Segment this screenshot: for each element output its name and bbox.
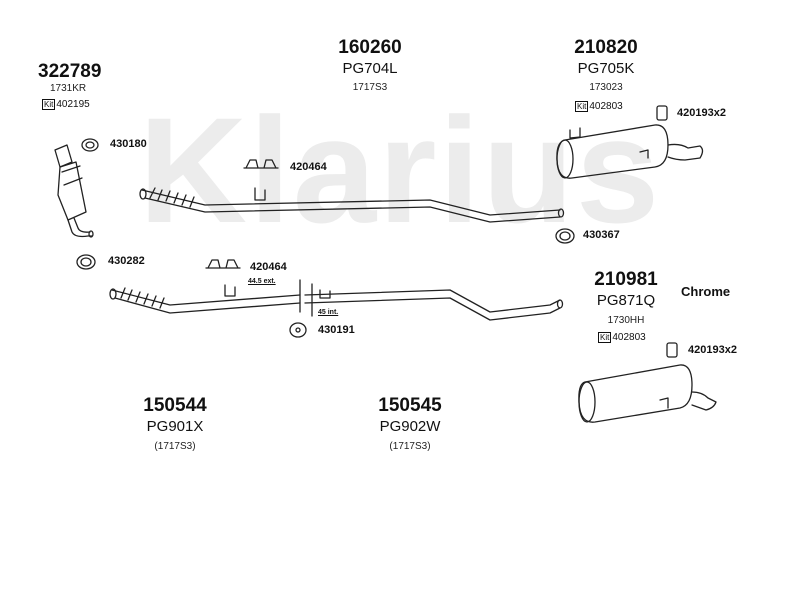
fitting-label-420464-top: 420464	[290, 161, 327, 173]
rear-silencer-210981	[578, 364, 717, 423]
fitting-label-420193-top: 420193x2	[677, 107, 726, 119]
ring-mount-icon-420193-mid	[666, 342, 678, 358]
part-sub-150545: (1717S3)	[389, 441, 431, 452]
measurement-45-int: 45 int.	[318, 309, 339, 316]
kit-icon: Kit	[575, 101, 589, 112]
fitting-label-420464-mid: 420464	[250, 261, 287, 273]
seal-icon-430191	[289, 322, 307, 338]
part-number-150544: 150544	[143, 395, 207, 416]
part-ref-150544: PG901X	[146, 418, 204, 435]
kit-icon: Kit	[598, 332, 612, 343]
catalytic-converter	[54, 144, 94, 238]
clamp-icon-430367	[555, 228, 575, 244]
fitting-label-430191: 430191	[318, 324, 355, 336]
rear-pipe-150545	[304, 283, 564, 321]
part-sub-210981: 1730HH	[607, 315, 645, 326]
fitting-label-430180: 430180	[110, 138, 147, 150]
fitting-label-430282: 430282	[108, 255, 145, 267]
klarius-watermark: Klarius	[139, 86, 662, 254]
part-sub-322789: 1731KR	[50, 83, 87, 94]
part-number-322789: 322789	[38, 61, 102, 82]
front-pipe-160260	[139, 187, 565, 223]
clamp-icon-430180	[81, 138, 99, 152]
finish-chrome-label: Chrome	[681, 284, 731, 299]
part-number-210981: 210981	[594, 269, 658, 290]
part-sub-150544: (1717S3)	[154, 441, 196, 452]
part-ref-150545: PG902W	[379, 418, 441, 435]
part-number-160260: 160260	[338, 37, 402, 58]
part-ref-160260: PG704L	[342, 60, 398, 77]
fitting-label-420193-mid: 420193x2	[688, 344, 737, 356]
clamp-icon-430282	[76, 254, 96, 270]
rubber-mount-icon-420464-top	[243, 159, 279, 169]
part-ref-210981: PG871Q	[596, 292, 656, 309]
measurement-44-5-ext: 44.5 ext.	[248, 278, 276, 285]
intermediate-pipe-150544	[109, 279, 301, 314]
part-number-150545: 150545	[378, 395, 442, 416]
part-number-210820: 210820	[574, 37, 638, 58]
ring-mount-icon-420193-top	[656, 105, 668, 121]
part-ref-210820: PG705K	[577, 60, 635, 77]
part-sub-210820: 173023	[589, 82, 623, 93]
fitting-label-430367: 430367	[583, 229, 620, 241]
rear-silencer-210820	[556, 124, 704, 179]
kit-icon: Kit	[42, 99, 56, 110]
part-sub-160260: 1717S3	[352, 82, 388, 93]
rubber-mount-icon-420464-mid	[205, 259, 241, 269]
